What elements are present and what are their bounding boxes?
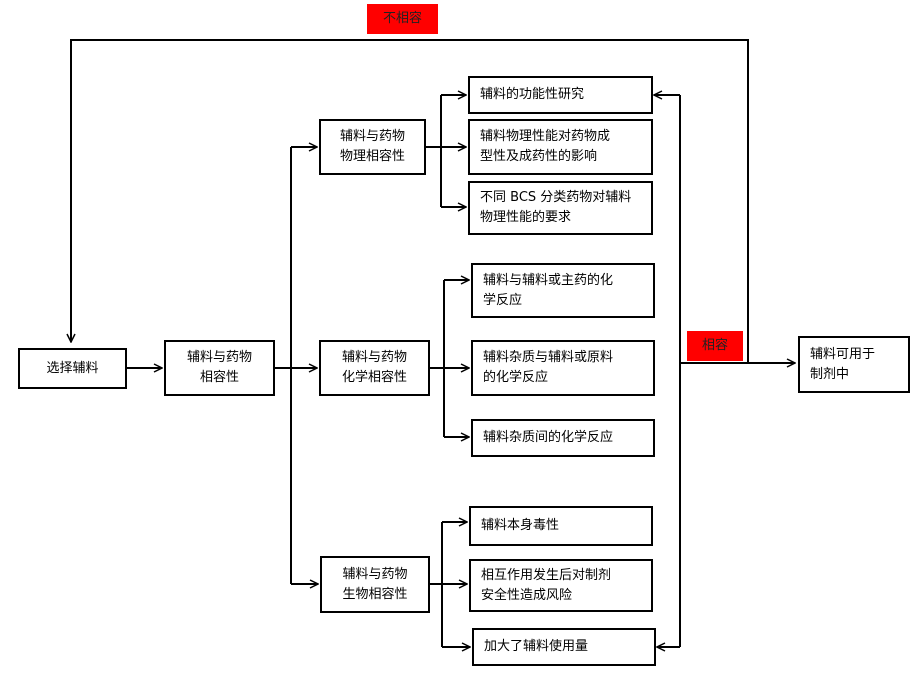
physical-item-3: 不同 BCS 分类药物对辅料物理性能的要求 <box>468 181 653 235</box>
incompatible-label: 不相容 <box>367 4 438 34</box>
feedback-loop-line <box>71 39 749 363</box>
biological-item-1: 辅料本身毒性 <box>469 506 653 546</box>
chemical-compatibility-node: 辅料与药物化学相容性 <box>319 340 430 396</box>
chemical-item-1: 辅料与辅料或主药的化学反应 <box>471 263 655 318</box>
biological-item-2: 相互作用发生后对制剂安全性造成风险 <box>469 559 653 612</box>
chemical-item-3: 辅料杂质间的化学反应 <box>471 419 655 457</box>
physical-compatibility-node: 辅料与药物物理相容性 <box>319 119 426 175</box>
biological-compatibility-node: 辅料与药物生物相容性 <box>320 556 430 613</box>
usable-in-formulation-node: 辅料可用于制剂中 <box>798 336 910 393</box>
physical-item-2: 辅料物理性能对药物成型性及成药性的影响 <box>468 119 653 175</box>
chemical-item-2: 辅料杂质与辅料或原料的化学反应 <box>471 340 655 396</box>
compatibility-node: 辅料与药物相容性 <box>164 340 275 396</box>
biological-item-3: 加大了辅料使用量 <box>472 628 656 666</box>
select-excipient-node: 选择辅料 <box>18 348 127 389</box>
compatible-label: 相容 <box>687 331 743 361</box>
physical-item-1: 辅料的功能性研究 <box>468 76 653 114</box>
